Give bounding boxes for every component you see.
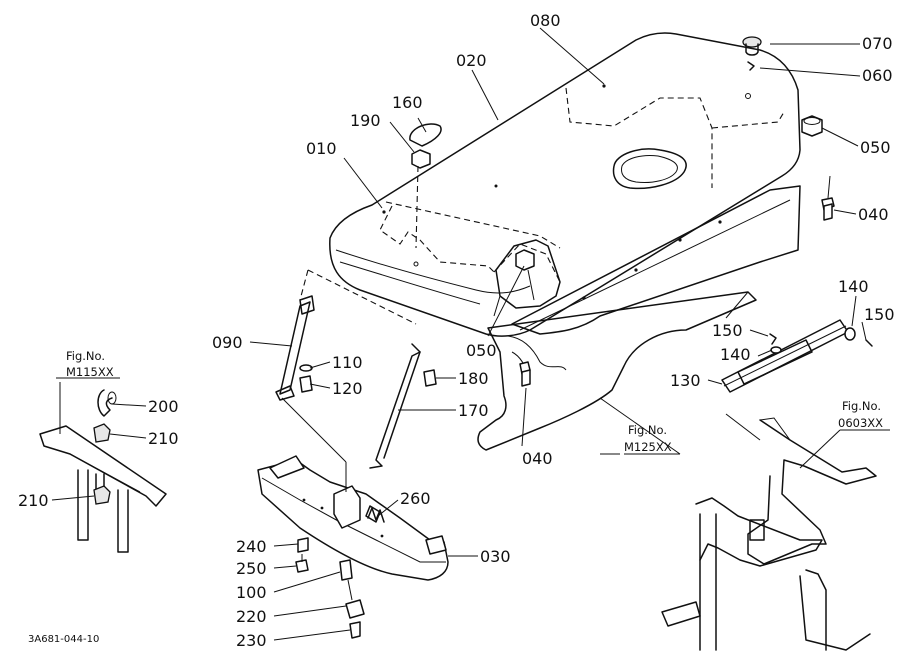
label-200: 200: [148, 397, 179, 416]
grommet-210-upper: [93, 423, 111, 443]
leader-lines: [51, 27, 890, 641]
label-040-right: 040: [858, 205, 889, 224]
label-190: 190: [350, 111, 381, 130]
label-070: 070: [862, 34, 893, 53]
washer-110: [299, 364, 313, 372]
label-230: 230: [236, 631, 267, 650]
label-110: 110: [332, 353, 363, 372]
label-170: 170: [458, 401, 489, 420]
grommet-190: [411, 149, 431, 169]
knob-160: [409, 123, 442, 147]
label-040-lower: 040: [522, 449, 553, 468]
label-140-left: 140: [720, 345, 751, 364]
pin-100: [339, 559, 353, 581]
label-030: 030: [480, 547, 511, 566]
cap-070: [742, 36, 762, 56]
bolt-180: [423, 369, 437, 387]
label-050-right: 050: [860, 138, 891, 157]
nut-050-right: [801, 115, 823, 137]
drawing-code: 3A681-044-10: [28, 634, 99, 645]
grommet-210-lower: [93, 485, 111, 505]
label-180: 180: [458, 369, 489, 388]
label-260: 260: [400, 489, 431, 508]
label-010: 010: [306, 139, 337, 158]
washer-140-left: [770, 346, 782, 354]
part-number-labels: 080 020 070 060 050 040 160 190 010 090 …: [18, 11, 895, 650]
pin-150-left: [769, 333, 777, 345]
lower-side-panel: [477, 291, 757, 451]
label-060: 060: [862, 66, 893, 85]
strut-090: [275, 295, 315, 401]
front-bracket-030: [257, 455, 449, 581]
label-140-right: 140: [838, 277, 869, 296]
rod-170: [369, 343, 421, 469]
label-150-right: 150: [864, 305, 895, 324]
label-160: 160: [392, 93, 423, 112]
label-100: 100: [236, 583, 267, 602]
label-220: 220: [236, 607, 267, 626]
label-250: 250: [236, 559, 267, 578]
pin-060: [747, 61, 755, 71]
spring-260: [367, 507, 385, 523]
bolt-120: [299, 375, 313, 393]
label-130: 130: [670, 371, 701, 390]
label-050-lower: 050: [466, 341, 497, 360]
hose-200: [97, 389, 117, 417]
label-020: 020: [456, 51, 487, 70]
fig-ref-m115-code: M115XX: [66, 365, 114, 379]
label-090: 090: [212, 333, 243, 352]
fig-ref-0603-code: 0603XX: [838, 416, 883, 430]
frame-0603: [661, 417, 877, 651]
figure-references: Fig.No. M115XX Fig.No. M125XX Fig.No. 06…: [66, 349, 883, 454]
bolt-230: [349, 621, 361, 639]
bolt-040-lower: [519, 361, 531, 387]
pin-150-right: [865, 339, 873, 347]
fig-ref-m125-title: Fig.No.: [628, 423, 667, 437]
nut-250: [295, 559, 309, 573]
fig-ref-0603-title: Fig.No.: [842, 399, 881, 413]
label-150-left: 150: [712, 321, 743, 340]
bracket-shape: [495, 239, 561, 309]
washer-140-right: [844, 327, 856, 341]
fig-ref-m125-code: M125XX: [624, 440, 672, 454]
label-240: 240: [236, 537, 267, 556]
hood-cover-020: [329, 32, 801, 337]
spacer-240: [297, 537, 309, 553]
label-210-lower: 210: [18, 491, 49, 510]
clip-220: [345, 599, 365, 619]
side-panel: [511, 185, 801, 335]
label-080: 080: [530, 11, 561, 30]
nut-050-lower: [515, 249, 535, 271]
label-120: 120: [332, 379, 363, 398]
label-210-upper: 210: [148, 429, 179, 448]
bolt-040-right: [821, 197, 835, 221]
fig-ref-m115-title: Fig.No.: [66, 349, 105, 363]
